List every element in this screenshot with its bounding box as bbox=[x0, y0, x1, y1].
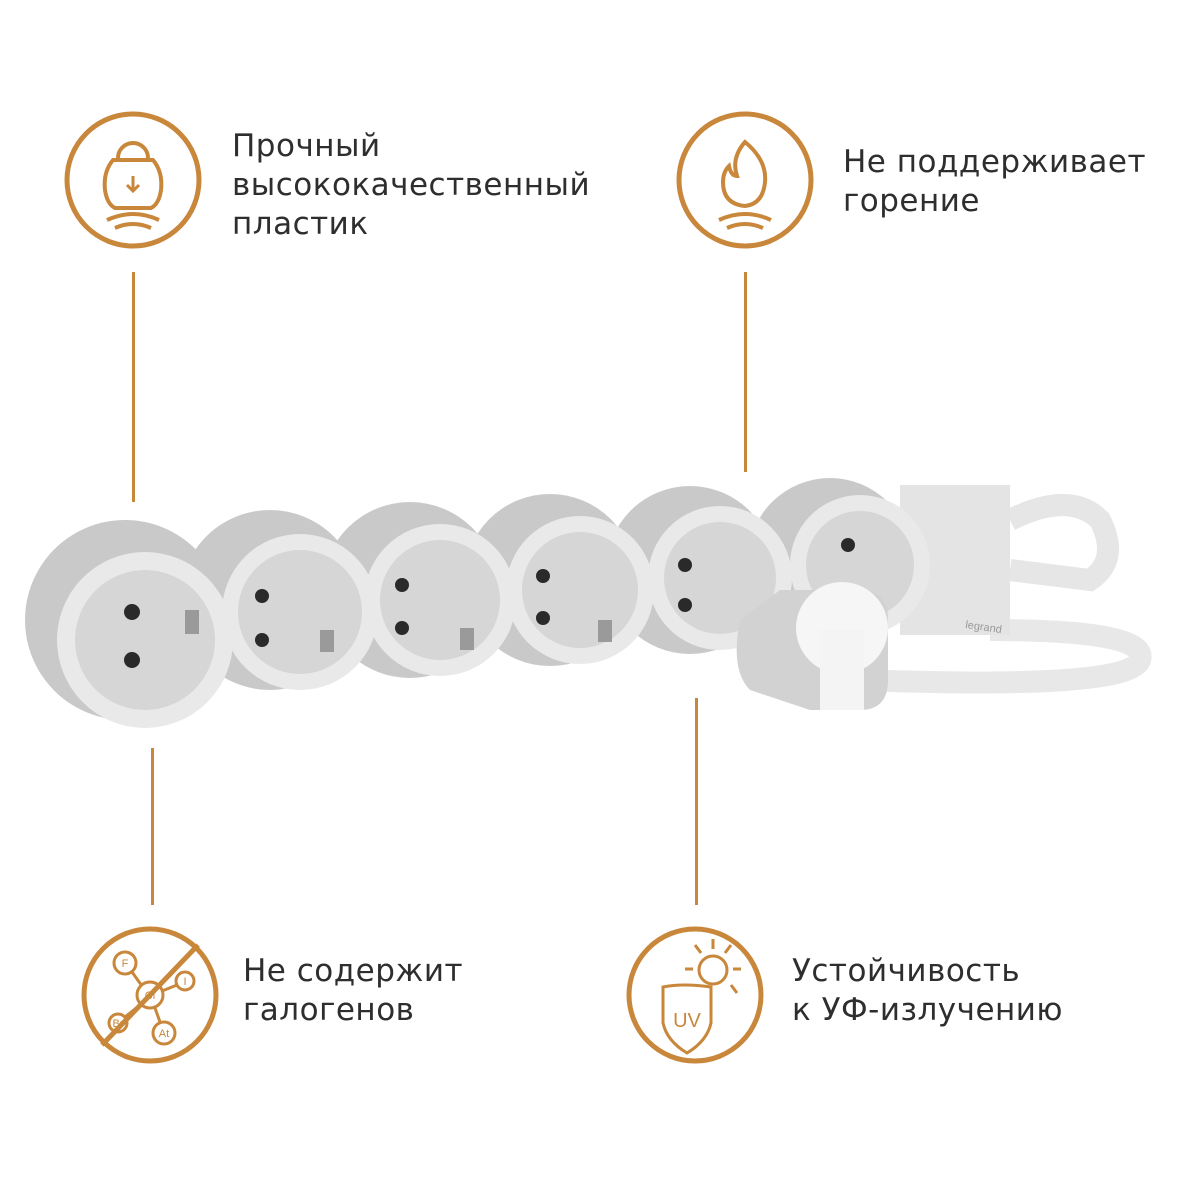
feature-text: Устойчивость bbox=[792, 953, 1021, 989]
brand-logo: legrand bbox=[965, 619, 1003, 636]
flame-icon bbox=[676, 111, 814, 249]
feature-halogen-free: Не содержит галогенов bbox=[243, 952, 463, 1030]
no-halogen-icon: F Cl I Br At bbox=[81, 926, 219, 1064]
connector-line bbox=[151, 748, 154, 905]
icon-label: F bbox=[122, 958, 129, 970]
feature-text: Прочный bbox=[232, 128, 381, 164]
feature-text: высококачественный bbox=[232, 167, 591, 203]
kettlebell-icon bbox=[64, 111, 202, 249]
connector-line bbox=[744, 272, 747, 472]
feature-durable-plastic: Прочный высококачественный пластик bbox=[232, 127, 590, 244]
connector-line bbox=[695, 698, 698, 905]
icon-label: I bbox=[183, 976, 186, 988]
icon-label: Br bbox=[113, 1018, 124, 1030]
feature-fire-resistant: Не поддерживает горение bbox=[843, 143, 1146, 221]
feature-text: пластик bbox=[232, 206, 369, 242]
feature-text: галогенов bbox=[243, 992, 415, 1028]
power-strip-image: legrand bbox=[25, 478, 1152, 728]
feature-text: Не содержит bbox=[243, 953, 464, 989]
feature-text: Не поддерживает bbox=[843, 144, 1147, 180]
feature-text: к УФ-излучению bbox=[792, 992, 1064, 1028]
feature-text: горение bbox=[843, 183, 980, 219]
uv-shield-icon: UV bbox=[626, 926, 764, 1064]
connector-line bbox=[132, 272, 135, 502]
icon-label: At bbox=[159, 1028, 169, 1040]
feature-uv-resistant: Устойчивость к УФ-излучению bbox=[792, 952, 1063, 1030]
icon-label: UV bbox=[673, 1010, 701, 1032]
